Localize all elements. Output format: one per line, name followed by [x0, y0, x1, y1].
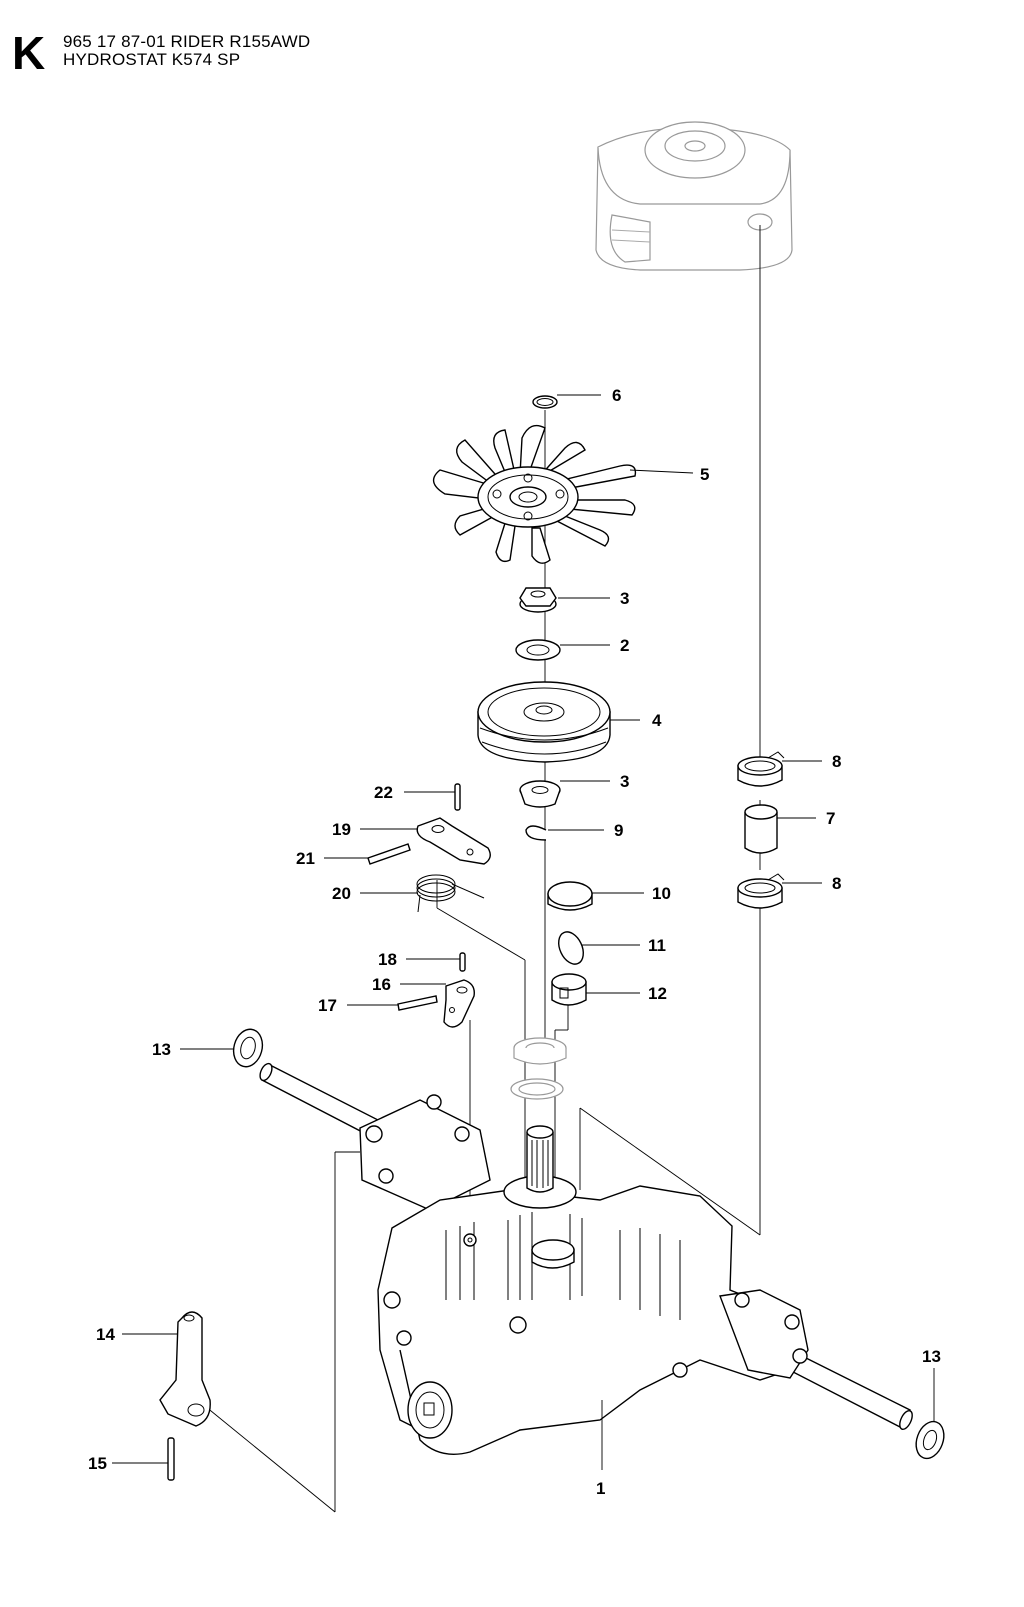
callout-18: 18 — [378, 950, 397, 969]
part-seal-13-right — [915, 1420, 945, 1460]
callout-2: 2 — [620, 636, 629, 655]
part-roll-pin-21 — [367, 843, 411, 865]
page-subtitle: HYDROSTAT K574 SP — [63, 50, 241, 69]
callout-9: 9 — [614, 821, 623, 840]
part-transaxle-1 — [259, 1062, 913, 1455]
part-pulley-4 — [477, 681, 611, 763]
part-seal-13-left — [232, 1028, 264, 1068]
callout-8-upper: 8 — [832, 752, 841, 771]
callout-14: 14 — [96, 1325, 115, 1344]
callout-6: 6 — [612, 386, 621, 405]
callout-10: 10 — [652, 884, 671, 903]
callout-21: 21 — [296, 849, 315, 868]
callout-13-left: 13 — [152, 1040, 171, 1059]
part-cap-10 — [547, 881, 593, 911]
part-pin-22 — [454, 783, 461, 811]
part-lever-19 — [416, 817, 491, 865]
reservoir-ghost — [595, 121, 793, 271]
part-clamp-8-upper — [737, 751, 785, 787]
callout-leaders — [112, 394, 935, 1470]
callout-13-right: 13 — [922, 1347, 941, 1366]
callout-15: 15 — [88, 1454, 107, 1473]
callout-17: 17 — [318, 996, 337, 1015]
bearing-ghosts — [510, 1037, 567, 1100]
section-letter: K — [12, 27, 46, 79]
part-lever-arm-14 — [159, 1311, 211, 1427]
part-fan-5 — [432, 424, 637, 564]
callout-numbers: 6 5 3 2 4 3 9 8 7 8 10 11 12 22 19 21 20… — [88, 386, 941, 1498]
page-title: 965 17 87-01 RIDER R155AWD — [63, 32, 311, 51]
part-hose-7 — [744, 804, 778, 854]
callout-19: 19 — [332, 820, 351, 839]
part-nut-3-upper — [519, 587, 557, 613]
callout-20: 20 — [332, 884, 351, 903]
callout-22: 22 — [374, 783, 393, 802]
callout-1: 1 — [596, 1479, 605, 1498]
callout-8-lower: 8 — [832, 874, 841, 893]
callout-3-lower: 3 — [620, 772, 629, 791]
callout-11: 11 — [648, 936, 666, 955]
part-pin-15 — [167, 1437, 175, 1481]
callout-12: 12 — [648, 984, 667, 1003]
part-clip-9 — [525, 825, 547, 841]
part-clamp-8-lower — [737, 873, 785, 909]
part-spring-20 — [416, 874, 485, 913]
part-roll-pin-17 — [397, 995, 438, 1011]
callout-3-upper: 3 — [620, 589, 629, 608]
part-retaining-ring-6 — [532, 395, 558, 409]
callout-5: 5 — [700, 465, 709, 484]
callout-16: 16 — [372, 975, 391, 994]
part-lever-16 — [443, 979, 475, 1028]
part-coupler-12 — [551, 973, 587, 1006]
part-spacer-3-lower — [519, 780, 561, 808]
part-washer-2 — [515, 639, 561, 661]
callout-7: 7 — [826, 809, 835, 828]
part-pin-18 — [459, 952, 466, 972]
part-disc-11 — [558, 931, 584, 965]
callout-4: 4 — [652, 711, 662, 730]
